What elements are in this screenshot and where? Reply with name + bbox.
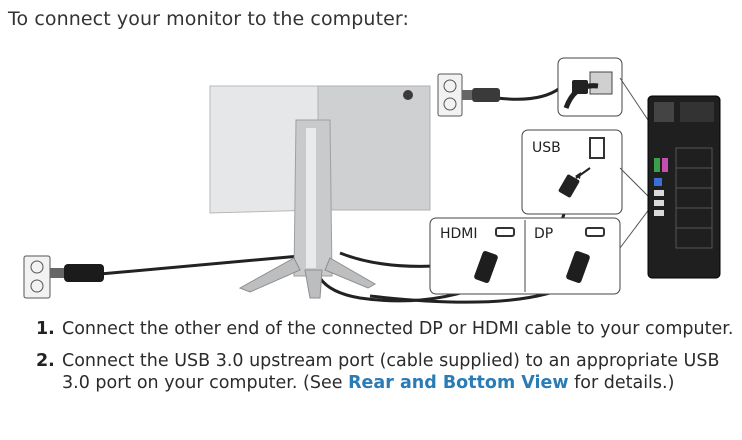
usb-port-icon [589,137,605,159]
monitor-back [209,85,431,299]
power-cable [99,254,301,276]
logo-icon [403,90,413,100]
hdmi-label: HDMI [440,226,478,242]
wall-outlet-left-icon [23,255,104,299]
step-number: 2. [36,351,55,371]
usb-label: USB [532,140,561,156]
instruction-steps: 1. Connect the other end of the connecte… [36,318,736,404]
step-text-after: for details.) [568,373,675,393]
power-connector-detail [557,57,623,117]
connection-diagram: USB HDMI DP [23,57,721,304]
wall-outlet-top-icon [437,73,500,117]
step-text: Connect the USB 3.0 upstream port (cable… [62,350,736,394]
step-text: Connect the other end of the connected D… [62,319,734,339]
dp-port-icon [585,227,605,237]
step-text-before: Connect the USB 3.0 upstream port (cable… [62,351,720,393]
step-number: 1. [36,319,55,339]
hdmi-port-icon [495,227,515,237]
step-1: 1. Connect the other end of the connecte… [36,318,736,340]
usb-connector-detail: USB [521,129,623,215]
page-heading: To connect your monitor to the computer: [8,8,409,30]
computer-tower [647,95,721,279]
video-connector-detail: HDMI DP [429,217,621,295]
dp-label: DP [534,226,553,242]
rear-bottom-view-link[interactable]: Rear and Bottom View [348,373,569,393]
step-2: 2. Connect the USB 3.0 upstream port (ca… [36,350,736,394]
